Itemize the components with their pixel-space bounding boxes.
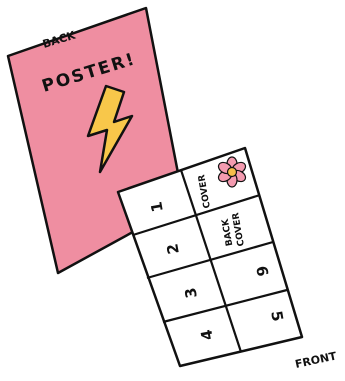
front-label: FRONT <box>294 349 338 371</box>
zine-front-sheet: 1 2 3 4 COVER BACK COVER 6 5 FRONT <box>118 148 338 371</box>
